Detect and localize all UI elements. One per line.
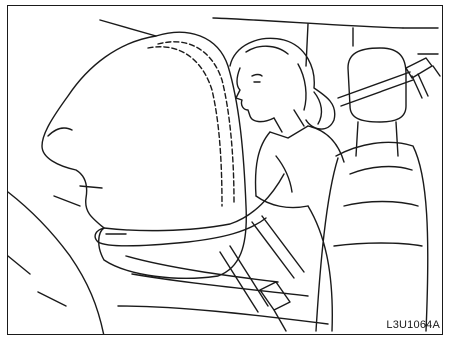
seat-icon — [316, 48, 428, 331]
figure-frame: L3U1064A — [7, 5, 443, 335]
airbag-icon — [42, 20, 246, 278]
figure-code-label: L3U1064A — [386, 319, 440, 331]
occupant-icon — [95, 38, 344, 331]
airbag-deployment-illustration — [8, 6, 443, 335]
